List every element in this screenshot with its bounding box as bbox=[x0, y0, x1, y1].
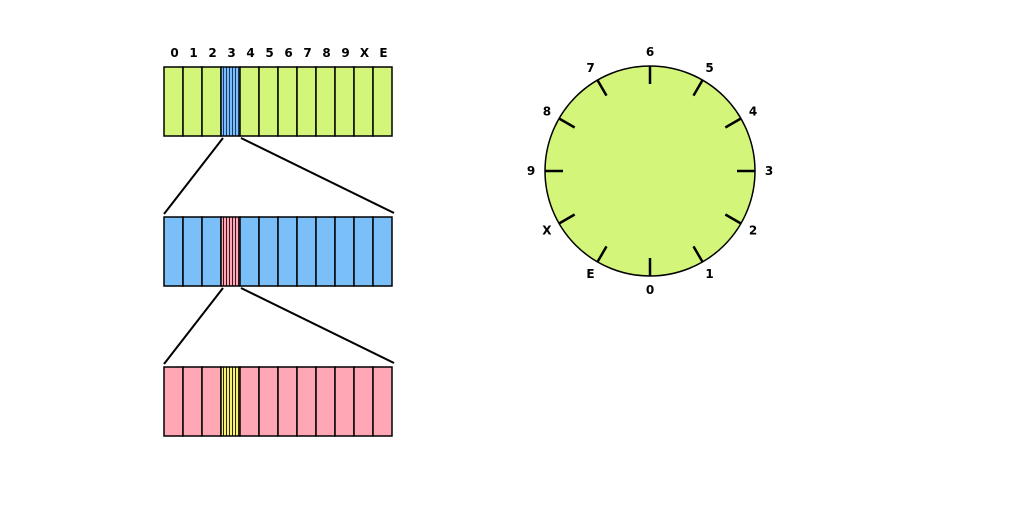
strip-top-cell bbox=[353, 66, 374, 137]
strip-top-cell bbox=[277, 66, 298, 137]
clock-dial: 0 1 2 3 4 5 6 7 8 9X E bbox=[527, 45, 773, 297]
strip-bottom-cell bbox=[296, 366, 317, 437]
strip-middle-highlight-cell bbox=[220, 216, 241, 287]
strip-top-cell bbox=[315, 66, 336, 137]
strip-middle-cell bbox=[182, 216, 203, 287]
strip-middle-cell bbox=[201, 216, 222, 287]
strip-top bbox=[163, 66, 393, 137]
zoom-line-top-right bbox=[240, 137, 395, 214]
strip-bottom-cell bbox=[372, 366, 393, 437]
digit-label-8: 8 bbox=[322, 46, 330, 60]
strip-bottom-cell bbox=[353, 366, 374, 437]
digit-label-6: 6 bbox=[284, 46, 292, 60]
clock-tick-8 bbox=[558, 117, 576, 129]
digit-label-x: X bbox=[360, 46, 370, 60]
strip-middle-cell bbox=[353, 216, 374, 287]
clock-tick-7 bbox=[596, 79, 608, 97]
strip-bottom-cell bbox=[334, 366, 355, 437]
clock-label-5: 5 bbox=[705, 61, 713, 75]
strip-middle-cell bbox=[258, 216, 279, 287]
strip-middle-cell bbox=[334, 216, 355, 287]
zoom-line-middle-right bbox=[240, 287, 395, 364]
strip-middle bbox=[163, 216, 393, 287]
clock-face bbox=[544, 65, 756, 277]
strip-top-cell bbox=[334, 66, 355, 137]
strip-bottom-highlight-cell bbox=[220, 366, 241, 437]
strip-top-highlight-cell bbox=[220, 66, 241, 137]
strip-top-cell bbox=[239, 66, 260, 137]
strip-bottom-cell bbox=[258, 366, 279, 437]
digit-label-9: 9 bbox=[341, 46, 349, 60]
digit-label-1: 1 bbox=[189, 46, 197, 60]
strip-middle-cell bbox=[239, 216, 260, 287]
strip-top-cell bbox=[201, 66, 222, 137]
clock-label-1: 1 bbox=[705, 267, 713, 281]
clock-tick-x bbox=[558, 213, 576, 225]
digit-label-e: E bbox=[379, 46, 387, 60]
clock-label-3: 3 bbox=[765, 164, 773, 178]
strip-top-cell bbox=[372, 66, 393, 137]
clock-ticks bbox=[545, 66, 755, 276]
strip-middle-cell bbox=[315, 216, 336, 287]
strip-bottom-cell bbox=[277, 366, 298, 437]
strip-top-cell bbox=[182, 66, 203, 137]
digit-label-2: 2 bbox=[208, 46, 216, 60]
strip-middle-cell bbox=[296, 216, 317, 287]
strip-bottom-cell bbox=[163, 366, 184, 437]
digit-label-5: 5 bbox=[265, 46, 273, 60]
strip-bottom bbox=[163, 366, 393, 437]
clock-label-e: E bbox=[586, 267, 594, 281]
clock-label-x: X bbox=[542, 224, 552, 238]
clock-label-9: 9 bbox=[527, 164, 535, 178]
strip-top-cell bbox=[258, 66, 279, 137]
clock-label-0: 0 bbox=[646, 283, 654, 297]
zoom-line-middle-left bbox=[163, 287, 224, 365]
strip-middle-cell bbox=[372, 216, 393, 287]
clock-tick-2 bbox=[724, 213, 742, 225]
clock-label-7: 7 bbox=[586, 61, 594, 75]
clock-label-2: 2 bbox=[749, 224, 757, 238]
strip-bottom-cell bbox=[315, 366, 336, 437]
digit-label-7: 7 bbox=[303, 46, 311, 60]
strip-bottom-cell bbox=[201, 366, 222, 437]
zoom-line-top-left bbox=[163, 137, 224, 215]
clock-tick-1 bbox=[692, 245, 704, 263]
strip-top-cell bbox=[296, 66, 317, 137]
clock-tick-5 bbox=[692, 79, 704, 97]
digit-label-4: 4 bbox=[246, 46, 254, 60]
digit-label-3: 3 bbox=[227, 46, 235, 60]
clock-label-8: 8 bbox=[543, 105, 551, 119]
clock-labels: 0 1 2 3 4 5 6 7 8 9X E bbox=[527, 45, 773, 297]
strip-top-cell bbox=[163, 66, 184, 137]
clock-tick-e bbox=[596, 245, 608, 263]
strip-bottom-cell bbox=[182, 366, 203, 437]
strip-bottom-cell bbox=[239, 366, 260, 437]
clock-label-6: 6 bbox=[646, 45, 654, 59]
digit-label-0: 0 bbox=[170, 46, 178, 60]
clock-tick-4 bbox=[724, 117, 742, 129]
zoom-connector-lines bbox=[163, 137, 395, 365]
clock-label-4: 4 bbox=[749, 105, 757, 119]
strip-middle-cell bbox=[277, 216, 298, 287]
strip-middle-cell bbox=[163, 216, 184, 287]
